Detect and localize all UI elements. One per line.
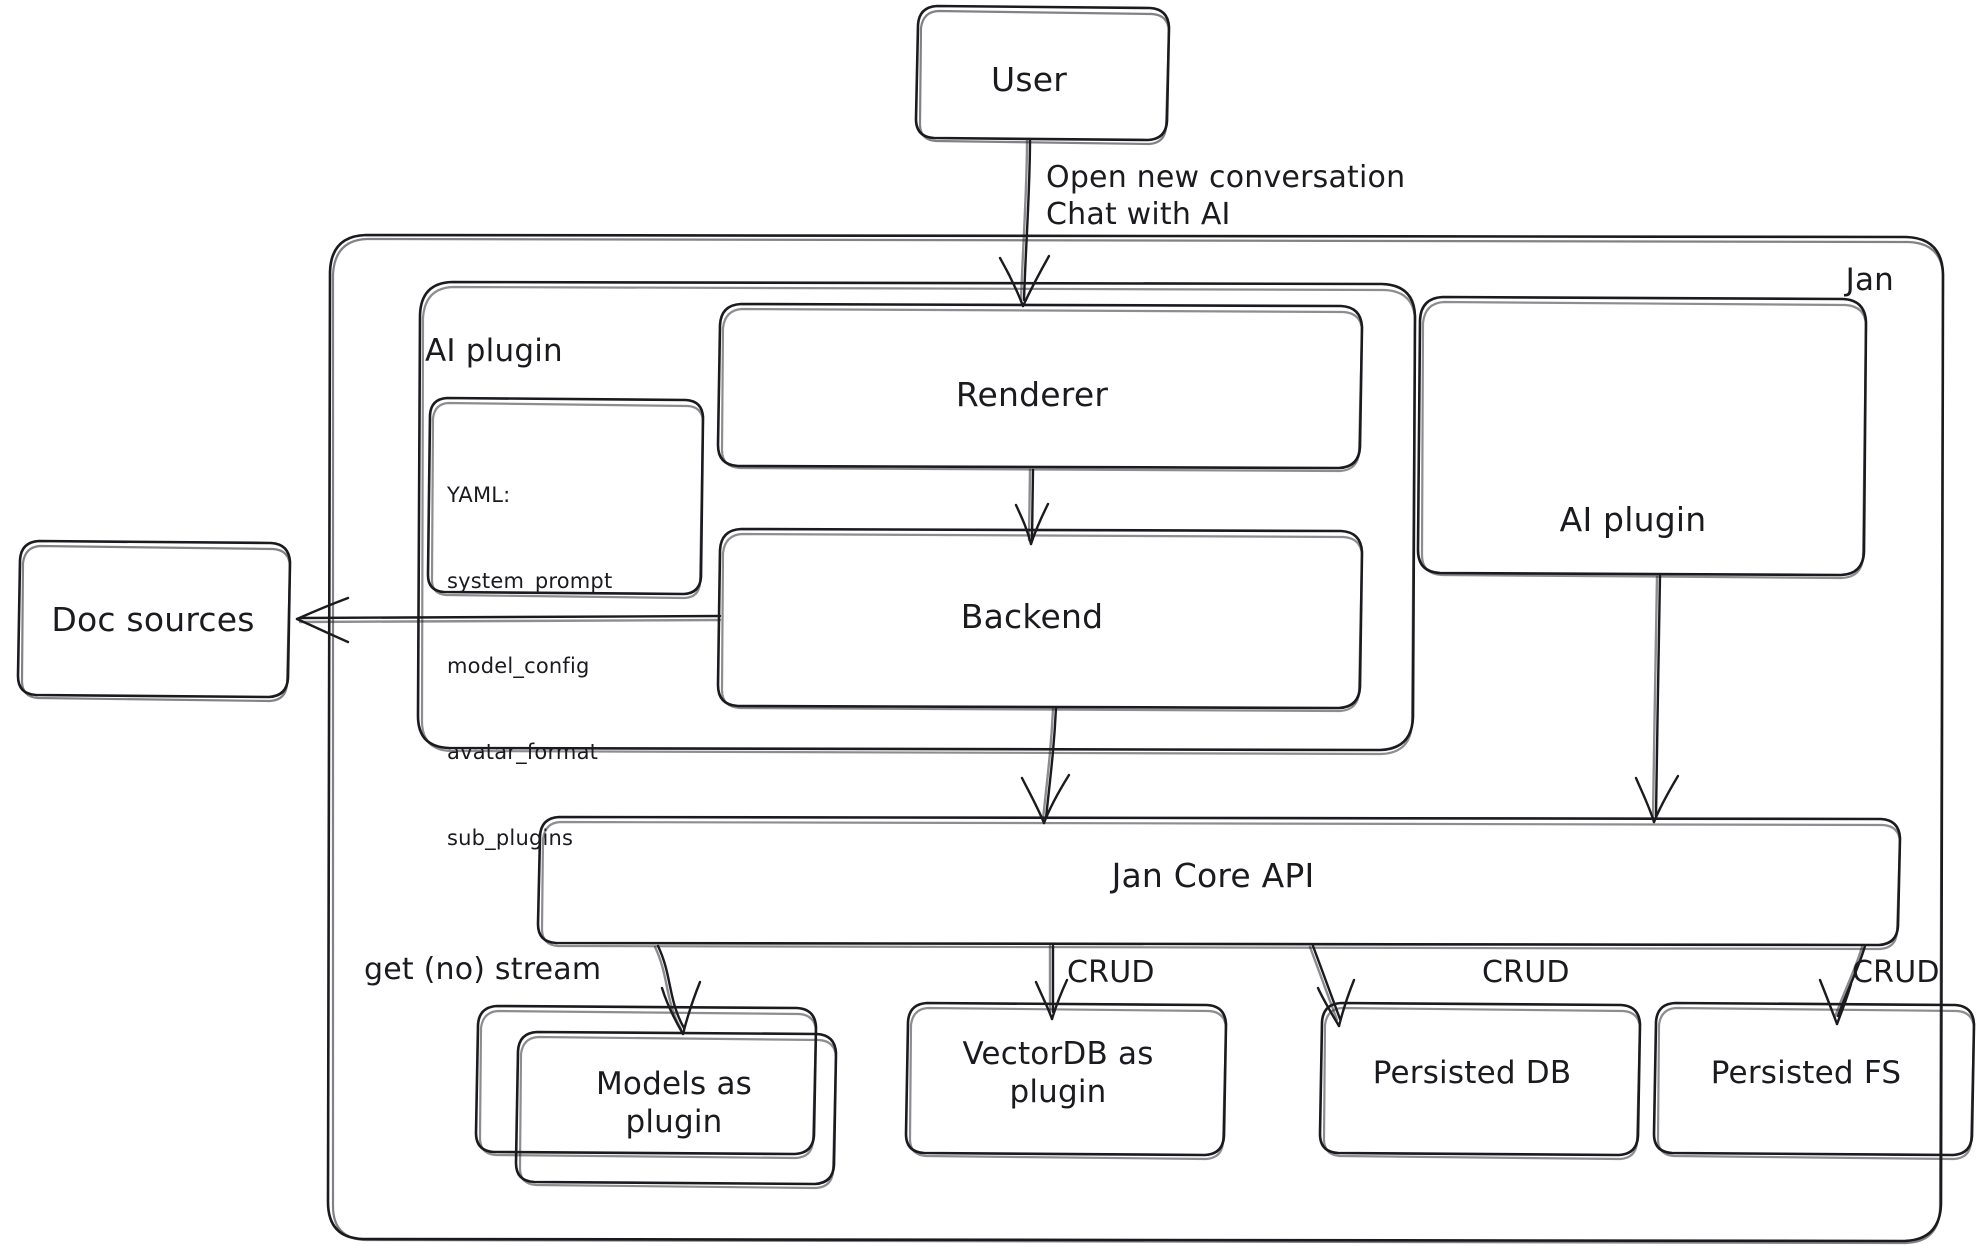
node-user-border <box>914 4 1171 146</box>
edge-ai-plugin-to-core-api <box>1634 574 1680 824</box>
group-ai-plugin-border <box>416 280 1417 756</box>
yaml-note-border <box>426 396 705 600</box>
edge-renderer-to-backend <box>1014 468 1050 546</box>
edge-user-to-renderer <box>998 138 1051 308</box>
edge-core-api-to-persisted-db <box>1308 944 1356 1028</box>
node-backend-border <box>716 527 1364 713</box>
edge-backend-to-core-api <box>1020 706 1071 825</box>
edge-core-api-to-persisted-fs <box>1818 944 1867 1026</box>
node-ai-plugin-border <box>1416 295 1868 580</box>
edge-backend-to-doc-sources <box>295 596 722 644</box>
node-persisted-fs-border <box>1652 1001 1976 1161</box>
edge-core-api-to-models <box>653 944 702 1036</box>
edge-core-api-to-vectordb <box>1034 944 1069 1021</box>
node-persisted-db-border <box>1318 1001 1642 1161</box>
node-renderer-border <box>716 302 1364 473</box>
node-models-plugin-border <box>514 1030 838 1190</box>
node-jan-core-api-border <box>536 815 1902 951</box>
group-jan-border <box>326 233 1945 1245</box>
node-models-plugin-back-border <box>474 1004 818 1160</box>
node-vectordb-plugin-border <box>904 1001 1228 1161</box>
node-doc-sources-border <box>16 539 292 703</box>
